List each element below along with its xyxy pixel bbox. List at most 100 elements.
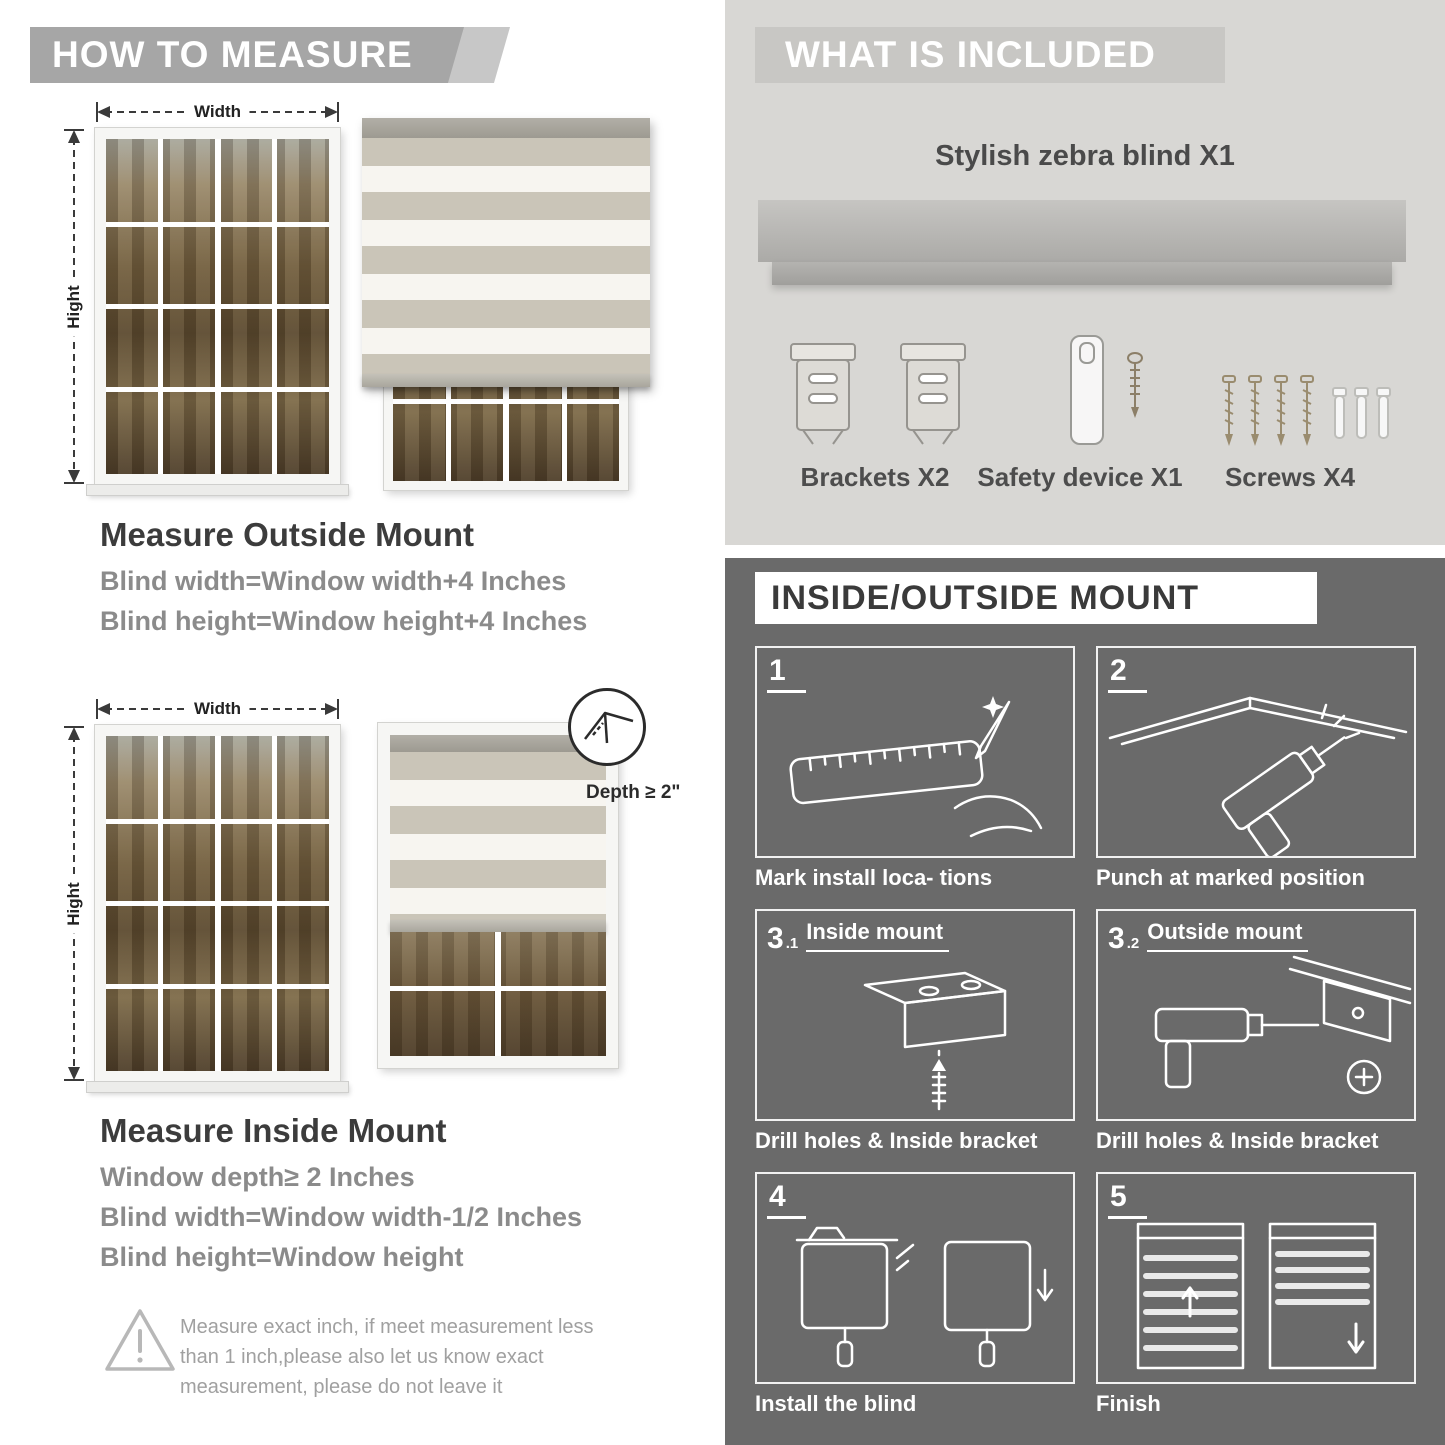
inside-formula-depth: Window depth≥ 2 Inches bbox=[100, 1162, 415, 1192]
outside-formula-width: Blind width=Window width+4 Inches bbox=[100, 566, 567, 596]
step-3-1-caption: Drill holes & Inside bracket bbox=[755, 1128, 1038, 1153]
brackets-label: Brackets X2 bbox=[800, 462, 950, 492]
step-5: 5 Fi bbox=[1096, 1172, 1416, 1417]
width-arrow-outside: Width bbox=[95, 100, 340, 124]
height-label: Hight bbox=[64, 873, 84, 934]
anchor-icon bbox=[1376, 387, 1391, 439]
step-5-caption: Finish bbox=[1096, 1391, 1161, 1416]
depth-label: Depth ≥ 2" bbox=[586, 782, 681, 803]
outside-mount-title: Measure Outside Mount bbox=[100, 516, 475, 553]
step-2-panel: 2 bbox=[1096, 646, 1416, 858]
bracket-icon bbox=[900, 343, 966, 445]
step-4-caption: Install the blind bbox=[755, 1391, 917, 1416]
anchor-icon bbox=[1354, 387, 1369, 439]
screw-icon bbox=[1300, 375, 1314, 446]
step-number: 3 bbox=[1108, 922, 1125, 955]
blind-bottom-rail bbox=[390, 920, 606, 932]
window-sash bbox=[220, 736, 329, 1071]
step-2-caption: Punch at marked position bbox=[1096, 865, 1365, 890]
step-3-2-illustration bbox=[1154, 955, 1412, 1095]
screws-icon bbox=[1222, 375, 1391, 446]
product-label: Stylish zebra blind X1 bbox=[935, 140, 1235, 172]
height-arrow-inside: Hight bbox=[62, 725, 86, 1082]
height-arrow-outside: Hight bbox=[62, 128, 86, 485]
safety-device-icon bbox=[1070, 335, 1143, 445]
inside-formula-height: Blind height=Window height bbox=[100, 1242, 464, 1272]
step-number: 2 bbox=[1108, 656, 1147, 693]
height-label: Hight bbox=[64, 276, 84, 337]
headrail-illustration bbox=[758, 200, 1406, 262]
screw-icon bbox=[1248, 375, 1262, 446]
step-2-illustration bbox=[1108, 696, 1408, 856]
what-is-included-banner: WHAT IS INCLUDED bbox=[755, 27, 1225, 83]
step-number: 4 bbox=[767, 1182, 806, 1219]
depth-callout bbox=[568, 688, 646, 766]
width-label: Width bbox=[185, 699, 250, 719]
step-subnumber: .1 bbox=[785, 935, 799, 952]
what-is-included-section: WHAT IS INCLUDED Stylish zebra blind X1 bbox=[725, 0, 1445, 545]
window-sill bbox=[87, 485, 348, 495]
blind-bottom-rail bbox=[362, 374, 650, 387]
blind-cassette bbox=[362, 118, 650, 138]
mount-banner: INSIDE/OUTSIDE MOUNT bbox=[755, 572, 1317, 624]
step-4-illustration bbox=[795, 1226, 1054, 1368]
blind-stripes bbox=[390, 752, 606, 920]
step-4-panel: 4 bbox=[755, 1172, 1075, 1384]
outside-formula-height: Blind height=Window height+4 Inches bbox=[100, 606, 588, 636]
window-sash bbox=[220, 139, 329, 474]
window-sill bbox=[87, 1082, 348, 1092]
step-1-panel: 1 bbox=[755, 646, 1075, 858]
width-arrow-inside: Width bbox=[95, 697, 340, 721]
step-1-caption: Mark install loca- tions bbox=[755, 865, 993, 890]
step-1-illustration bbox=[789, 696, 1043, 838]
step-subnumber: .2 bbox=[1126, 935, 1140, 952]
how-to-measure-title: HOW TO MEASURE bbox=[52, 34, 413, 75]
window-illustration-inside bbox=[95, 725, 340, 1082]
window-panes bbox=[106, 139, 329, 474]
inside-formula-width: Blind width=Window width-1/2 Inches bbox=[100, 1202, 583, 1232]
step-1: 1 Mark install bbox=[755, 646, 1075, 891]
window-sash bbox=[106, 139, 215, 474]
screws-label: Screws X4 bbox=[1224, 462, 1356, 492]
step-4: 4 In bbox=[755, 1172, 1075, 1417]
blind-in-frame bbox=[390, 735, 606, 1056]
screw-icon bbox=[1274, 375, 1288, 446]
screw-icon bbox=[1127, 352, 1143, 418]
inside-mount-title: Measure Inside Mount bbox=[100, 1112, 447, 1149]
headrail-valance bbox=[772, 262, 1392, 285]
step-number: 5 bbox=[1108, 1182, 1147, 1219]
warning-text: Measure exact inch, if meet measurement … bbox=[180, 1316, 594, 1398]
bracket-icon bbox=[790, 343, 856, 445]
width-label: Width bbox=[185, 102, 250, 122]
brackets-icon bbox=[790, 343, 966, 445]
depth-callout-icon bbox=[584, 711, 634, 744]
mount-section: INSIDE/OUTSIDE MOUNT 1 bbox=[725, 558, 1445, 1445]
safety-device-label: Safety device X1 bbox=[977, 462, 1183, 492]
step-5-illustration bbox=[1136, 1222, 1377, 1370]
blind-stripes bbox=[362, 138, 650, 374]
step-number: 3 bbox=[767, 922, 784, 955]
step-number: 1 bbox=[767, 656, 806, 693]
window-panes bbox=[390, 932, 606, 1056]
zebra-shade bbox=[362, 118, 650, 387]
window-sash bbox=[106, 736, 215, 1071]
step-3-2: 3.2 Outside mount bbox=[1096, 909, 1416, 1154]
zebra-blind-illustration-outside bbox=[362, 118, 650, 490]
step-2: 2 bbox=[1096, 646, 1416, 891]
window-illustration-outside bbox=[95, 128, 340, 485]
step-3-2-panel: 3.2 Outside mount bbox=[1096, 909, 1416, 1121]
screw-icon bbox=[1222, 375, 1236, 446]
warning-icon bbox=[105, 1309, 175, 1371]
how-to-measure-banner: HOW TO MEASURE bbox=[30, 27, 478, 83]
mount-steps-grid: 1 Mark install bbox=[755, 646, 1416, 1417]
blind-cassette bbox=[390, 735, 606, 752]
step-5-panel: 5 bbox=[1096, 1172, 1416, 1384]
mount-title: INSIDE/OUTSIDE MOUNT bbox=[771, 579, 1200, 617]
anchor-icon bbox=[1332, 387, 1347, 439]
step-3-2-caption: Drill holes & Inside bracket bbox=[1096, 1128, 1379, 1153]
step-3-1-title: Inside mount bbox=[806, 919, 950, 952]
zebra-blind-illustration-inside bbox=[378, 723, 618, 1068]
step-3-1-illustration bbox=[863, 971, 1007, 1111]
step-3-1: 3.1 Inside mount bbox=[755, 909, 1075, 1154]
